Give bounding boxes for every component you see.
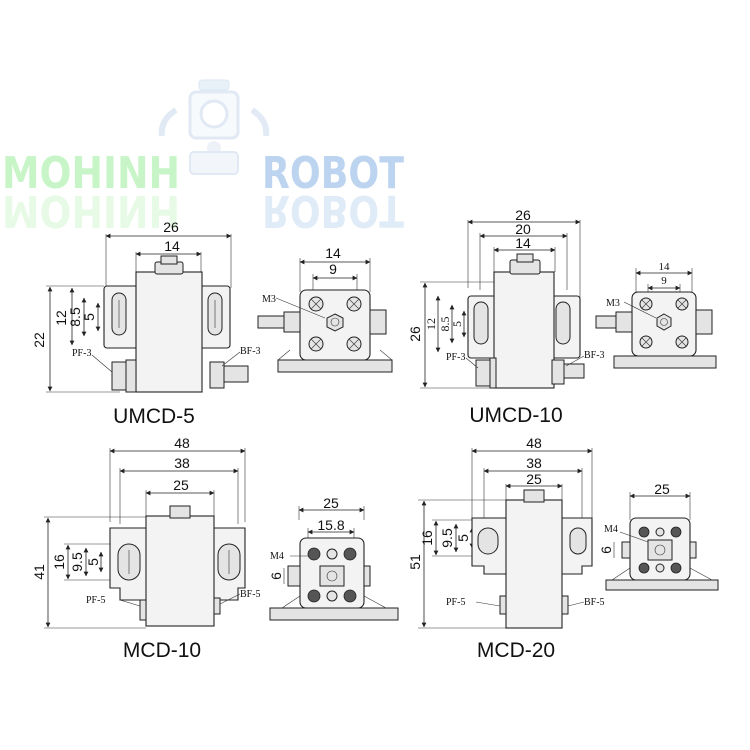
umcd5-dim-height: 22 bbox=[31, 332, 47, 348]
mcd10-side-screw-label: M4 bbox=[270, 551, 284, 562]
mcd20-dim-slot-width: 5 bbox=[455, 534, 471, 542]
umcd5-model-label: UMCD-5 bbox=[113, 405, 195, 428]
umcd5-side-dim-inner: 9 bbox=[329, 261, 337, 277]
mcd20-port-right-label: BF-5 bbox=[584, 597, 605, 608]
umcd10-dim-bracket-width: 14 bbox=[515, 235, 531, 251]
umcd10-side-dim-inner: 9 bbox=[661, 275, 667, 287]
umcd10-front-view: 26 20 14 26 12 8.5 5 PF-3 BF-3 bbox=[407, 207, 605, 389]
umcd5-dim-slot-pitch: 8.5 bbox=[67, 307, 83, 327]
umcd5-dim-slot-width: 5 bbox=[81, 313, 97, 321]
mcd10-model-label: MCD-10 bbox=[123, 639, 201, 662]
umcd5-side-screw-label: M3 bbox=[262, 294, 276, 305]
umcd10-dim-overall-width: 26 bbox=[515, 207, 531, 223]
umcd5-side-dim-outer: 14 bbox=[325, 245, 341, 261]
watermark-right-word: ROBOT bbox=[262, 148, 404, 199]
mcd20-side-screw-label: M4 bbox=[604, 524, 618, 535]
mcd10-port-left-label: PF-5 bbox=[86, 595, 105, 606]
umcd10-dim-slot-width: 5 bbox=[450, 321, 464, 327]
mcd10-dim-bracket-width: 25 bbox=[173, 477, 189, 493]
umcd5-side-view: 14 9 M3 bbox=[257, 245, 393, 373]
watermark-right-reflection: ROBOT bbox=[262, 185, 404, 236]
mcd20-dim-slot-pitch: 9.5 bbox=[439, 528, 455, 548]
umcd5-front-view: 26 14 22 12 8.5 5 PF-3 BF-3 bbox=[31, 219, 261, 393]
umcd5-port-right-label: BF-3 bbox=[240, 346, 261, 357]
mcd10-dim-slot-width: 5 bbox=[85, 558, 101, 566]
mcd10-dim-slot-pitch: 9.5 bbox=[69, 552, 85, 572]
mcd10-dim-height: 41 bbox=[31, 564, 47, 580]
umcd10-side-view: 14 9 M3 bbox=[595, 261, 717, 369]
umcd10-dim-height: 26 bbox=[407, 326, 423, 342]
mcd20-model-label: MCD-20 bbox=[477, 639, 555, 662]
watermark-left-reflection: MOHINH bbox=[2, 185, 180, 236]
umcd10-dim-slot-pitch: 8.5 bbox=[438, 317, 452, 332]
watermark-left-word: MOHINH bbox=[2, 148, 180, 199]
mcd20-side-dim-outer: 25 bbox=[654, 481, 670, 497]
umcd10-dim-mid-width: 20 bbox=[515, 221, 531, 237]
mcd20-dim-slot-height: 16 bbox=[419, 530, 435, 546]
umcd10-port-left-label: PF-3 bbox=[446, 352, 465, 363]
mcd10-port-right-label: BF-5 bbox=[240, 589, 261, 600]
umcd5-dim-overall-width: 26 bbox=[163, 219, 179, 235]
mcd10-side-dim-inner: 15.8 bbox=[317, 517, 344, 533]
umcd10-side-screw-label: M3 bbox=[606, 298, 620, 309]
umcd10-port-right-label: BF-3 bbox=[584, 350, 605, 361]
umcd10-screw-icons bbox=[639, 297, 689, 349]
mcd10-side-dim-outer: 25 bbox=[323, 495, 339, 511]
mcd20-dim-mid-width: 38 bbox=[526, 455, 542, 471]
mcd10-side-dim-port-offset: 6 bbox=[268, 572, 284, 580]
mcd20-dim-bracket-width: 25 bbox=[526, 471, 542, 487]
mcd10-side-view: 25 15.8 6 M4 bbox=[268, 495, 399, 621]
umcd5-port-left-label: PF-3 bbox=[72, 348, 91, 359]
mcd20-port-left-label: PF-5 bbox=[446, 597, 465, 608]
mcd10-dim-slot-height: 16 bbox=[51, 554, 67, 570]
watermark: MOHINH ROBOT MOHINH ROBOT bbox=[2, 79, 404, 236]
umcd5-dim-slot-height: 12 bbox=[53, 310, 69, 326]
umcd10-side-dim-outer: 14 bbox=[659, 261, 671, 273]
mcd20-side-dim-port-offset: 6 bbox=[598, 546, 614, 554]
robot-logo-icon bbox=[158, 79, 270, 175]
mcd20-screw-icons bbox=[638, 526, 682, 574]
mcd20-dim-overall-width: 48 bbox=[526, 435, 542, 451]
umcd5-screw-icons bbox=[308, 296, 362, 352]
umcd10-dim-slot-height: 12 bbox=[424, 318, 438, 330]
mcd10-dim-overall-width: 48 bbox=[174, 435, 190, 451]
umcd5-dim-bracket-width: 14 bbox=[164, 238, 180, 254]
umcd10-model-label: UMCD-10 bbox=[469, 404, 562, 427]
mcd10-front-view: 48 38 25 41 16 9.5 5 PF-5 BF-5 bbox=[31, 435, 261, 629]
mcd20-front-view: 48 38 25 51 16 9.5 5 PF-5 BF-5 bbox=[407, 435, 605, 629]
mcd10-dim-mid-width: 38 bbox=[174, 455, 190, 471]
mcd20-side-view: 25 6 M4 bbox=[598, 481, 719, 591]
mcd10-screw-icons bbox=[307, 547, 357, 603]
mcd20-dim-height: 51 bbox=[407, 554, 423, 570]
